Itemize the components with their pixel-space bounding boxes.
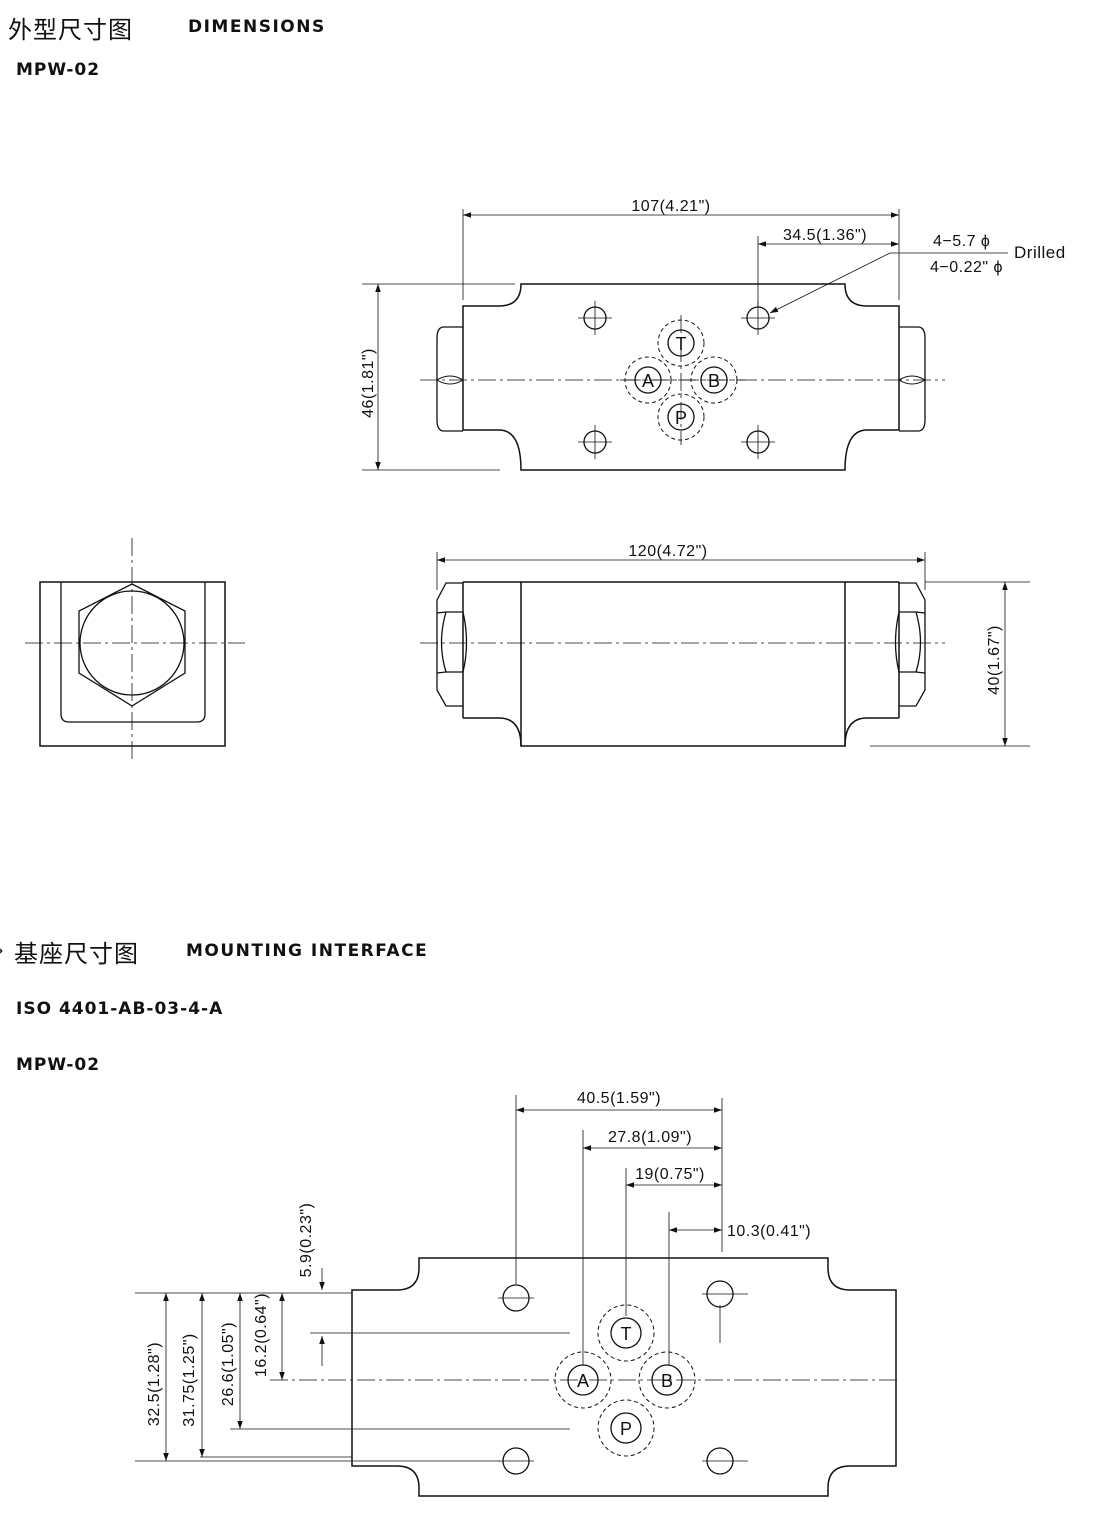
- dimensions-title-en: DIMENSIONS: [188, 17, 326, 37]
- side-flanges: [462, 581, 900, 747]
- hole-leader: [769, 252, 891, 314]
- top-port-p: P: [657, 393, 705, 441]
- dim-d2: 27.8(1.09"): [608, 1129, 692, 1146]
- dimensions-model: MPW-02: [16, 60, 101, 80]
- top-body-outline: [462, 283, 900, 471]
- mount-holes: [498, 1280, 748, 1475]
- hole-spec-in: 4−0.22" ϕ: [930, 259, 1003, 276]
- svg-text:A: A: [642, 371, 654, 391]
- mounting-model: MPW-02: [16, 1055, 101, 1075]
- dim-side-length: 120(4.72"): [628, 543, 707, 560]
- dim-hole-offset: 34.5(1.36"): [783, 227, 867, 244]
- dim-height: 46(1.81"): [360, 348, 377, 418]
- hole-note: Drilled: [1014, 243, 1066, 262]
- svg-text:T: T: [621, 1324, 632, 1344]
- dim-d3: 19(0.75"): [635, 1166, 705, 1183]
- mounting-title-en: MOUNTING INTERFACE: [186, 941, 429, 961]
- dim-d4: 10.3(0.41"): [727, 1223, 811, 1240]
- dim-v5: 16.2(0.64"): [253, 1293, 270, 1377]
- top-port-b: B: [690, 356, 738, 404]
- mounting-standard: ISO 4401-AB-03-4-A: [16, 999, 224, 1019]
- svg-text:B: B: [708, 371, 720, 391]
- top-mounting-holes: [578, 301, 775, 459]
- top-view: T A B P 107(4.21") 34.5(1.36") 4−5.7 ϕ 4…: [360, 198, 1066, 471]
- top-port-t: T: [657, 319, 705, 367]
- side-left-nut: [436, 582, 468, 707]
- dim-v2: 32.5(1.28"): [146, 1342, 163, 1426]
- svg-text:P: P: [675, 408, 687, 428]
- mount-outline: [351, 1257, 897, 1497]
- mounting-title-cn: 基座尺寸图: [14, 940, 139, 968]
- end-outer-frame: [39, 581, 226, 747]
- side-body: [520, 581, 846, 747]
- dim-v1: 5.9(0.23"): [298, 1203, 315, 1278]
- side-view: 120(4.72") 40(1.67"): [420, 543, 1030, 747]
- top-right-nut: [899, 326, 926, 432]
- top-port-a: A: [624, 356, 672, 404]
- mounting-view: T A B P 40.5(1.59") 27.8(1.09") 19(0.75"…: [135, 1090, 900, 1497]
- dim-side-height: 40(1.67"): [986, 625, 1003, 695]
- top-left-nut-seam: [436, 375, 464, 385]
- top-left-nut: [436, 326, 463, 432]
- top-right-nut-seam: [898, 375, 926, 385]
- dim-d1: 40.5(1.59"): [577, 1090, 661, 1107]
- end-inner-frame: [60, 582, 206, 723]
- svg-text:T: T: [676, 334, 687, 354]
- dimensions-title-cn: 外型尺寸图: [8, 16, 133, 44]
- svg-text:A: A: [577, 1371, 589, 1391]
- mount-port-t: T: [597, 1304, 655, 1362]
- mount-port-a: A: [554, 1351, 612, 1409]
- mount-port-p: P: [597, 1399, 655, 1457]
- svg-text:P: P: [620, 1419, 632, 1439]
- hole-spec-mm: 4−5.7 ϕ: [933, 233, 990, 250]
- dim-top-length: 107(4.21"): [631, 198, 710, 215]
- dim-v3: 31.75(1.25"): [181, 1333, 198, 1427]
- side-right-nut: [894, 582, 926, 707]
- svg-text:B: B: [661, 1371, 673, 1391]
- end-view: [25, 538, 245, 760]
- dim-v4: 26.6(1.05"): [220, 1322, 237, 1406]
- mount-port-b: B: [638, 1351, 696, 1409]
- bullet-arrow-icon: ›: [0, 938, 4, 962]
